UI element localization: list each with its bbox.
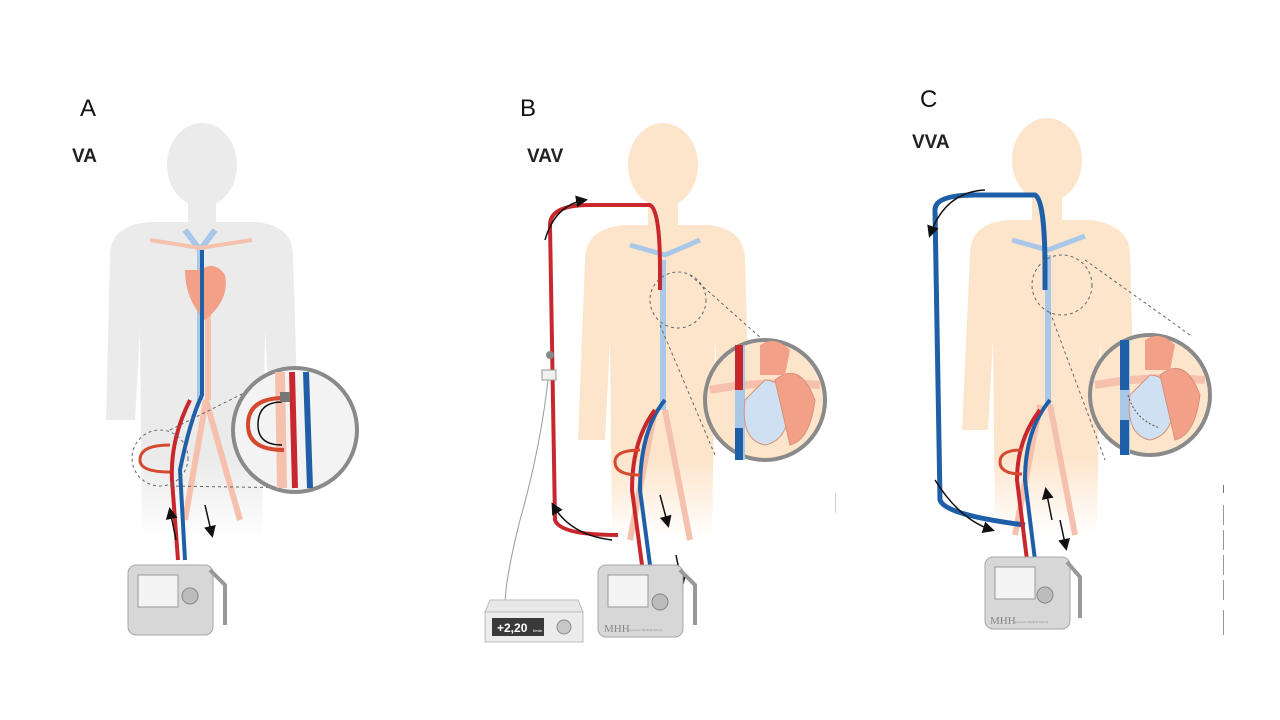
panel-c-mode: VVA: [912, 132, 950, 153]
flow-meter-value: +2,20: [497, 621, 528, 635]
ecmo-console-c: MHH Hannover Medical School: [984, 556, 1082, 630]
device-brand: MHH: [990, 615, 1016, 627]
heart-icon: [185, 266, 226, 320]
flow-arrow: [544, 195, 588, 241]
svg-text:Hannover Medical School: Hannover Medical School: [628, 628, 663, 632]
flow-meter-unit: l/min: [533, 628, 543, 633]
venous-cannula-b: [637, 398, 667, 566]
flow-arrow-down: [204, 504, 216, 538]
distal-perfusion-loop: [138, 443, 171, 474]
ecmo-console-b: MHH Hannover Medical School: [597, 564, 697, 638]
svg-text:Hannover Medical School: Hannover Medical School: [1014, 620, 1049, 624]
flow-meter-display: [492, 618, 544, 636]
panel-a-mode: VA: [72, 146, 97, 167]
edge-artifact-marks: [1223, 485, 1224, 635]
panel-b-magnifier-heart: [703, 338, 827, 462]
panel-b-label: B: [520, 95, 537, 122]
arterial-cannula: [169, 399, 192, 561]
flow-sensor: [504, 351, 557, 606]
flow-arrow-up: [165, 507, 178, 541]
panel-a-magnifier: [231, 366, 359, 494]
flow-meter: +2,20 l/min: [484, 599, 584, 643]
panel-a-cannulas: [138, 250, 204, 561]
flow-arrow: [934, 479, 995, 534]
panel-b-mode: VAV: [527, 146, 564, 167]
device-brand: MHH: [604, 623, 630, 635]
zoom-region-marker: [1031, 254, 1093, 316]
return-cannula-vav: [547, 203, 662, 537]
panel-c-magnifier-heart: [1088, 333, 1212, 457]
panel-a-vessels: [149, 228, 253, 521]
panel-c-label: C: [920, 86, 938, 113]
flow-arrow: [551, 502, 613, 541]
venous-cannula: [177, 250, 204, 561]
zoom-region-marker: [649, 271, 707, 329]
flow-arrow: [927, 189, 986, 238]
zoom-region-marker: [131, 429, 189, 487]
panel-a-label: A: [80, 95, 97, 122]
ecmo-console-a: [127, 564, 227, 636]
